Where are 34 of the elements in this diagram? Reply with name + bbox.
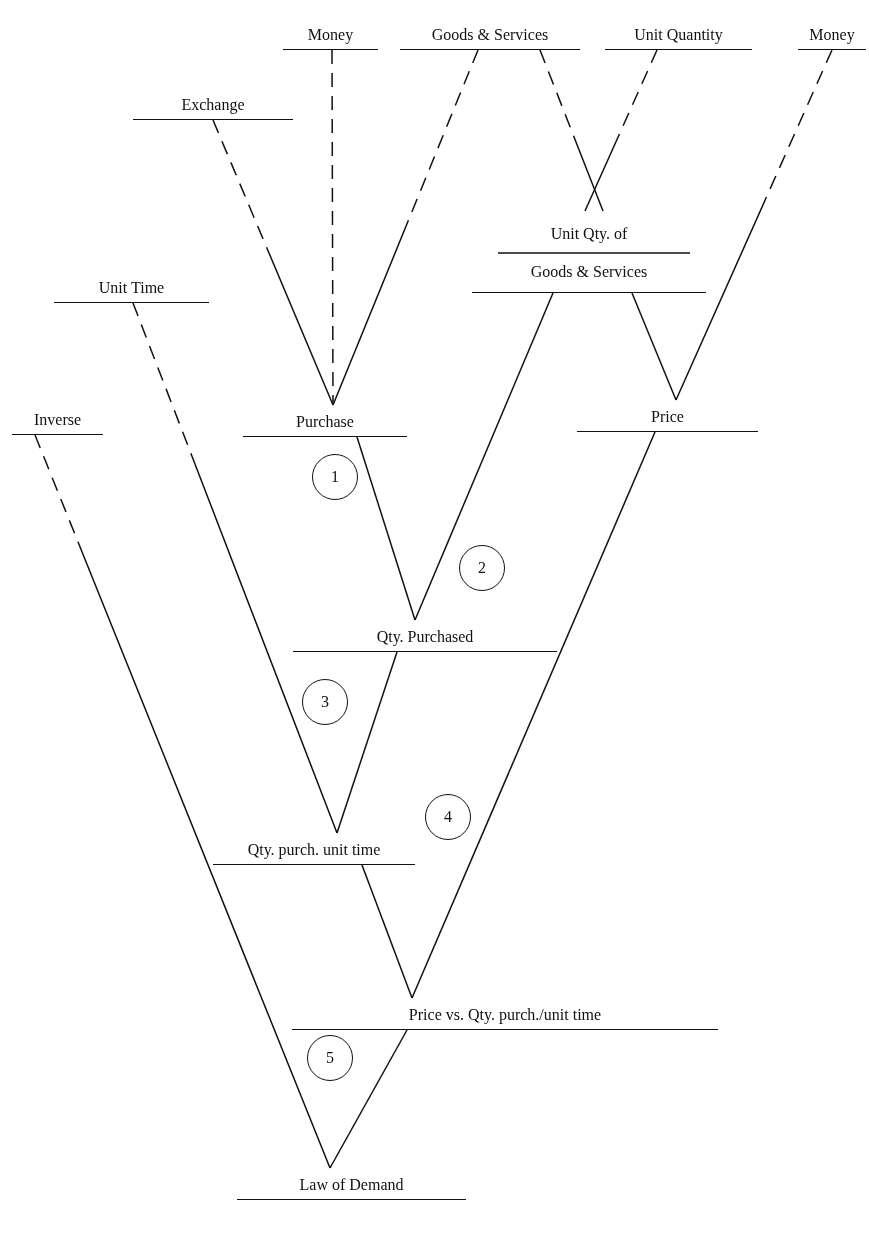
concept-label: Qty. Purchased <box>376 628 474 648</box>
concept-label: Unit Quantity <box>634 26 723 46</box>
connector-line <box>332 49 479 406</box>
circled-number: 5 <box>307 1035 353 1081</box>
concept-label: Purchase <box>296 413 354 432</box>
connector-line <box>584 49 658 212</box>
connector-line <box>132 302 338 834</box>
connector-line <box>631 292 677 401</box>
concept-label: Unit Qty. of <box>550 224 628 245</box>
concept-label: Inverse <box>33 411 82 430</box>
connector-line <box>336 651 398 834</box>
concept-label: Law of Demand <box>299 1176 404 1195</box>
concept-label: Qty. purch. unit time <box>247 841 381 861</box>
circled-number: 2 <box>459 545 505 591</box>
concept-label: Price vs. Qty. purch./unit time <box>408 1006 602 1026</box>
concept-label: Unit Time <box>98 279 165 298</box>
connector-line <box>539 49 604 212</box>
connector-line <box>212 119 334 406</box>
concept-label: Price <box>651 408 684 427</box>
connector-line <box>414 292 554 621</box>
connector-line <box>361 864 413 999</box>
connector-line <box>329 1029 408 1169</box>
circled-number: 4 <box>425 794 471 840</box>
connector-line <box>675 49 833 401</box>
circled-number: 1 <box>312 454 358 500</box>
circled-number: 3 <box>302 679 348 725</box>
connector-line <box>356 436 416 621</box>
concept-label: Money <box>809 26 855 46</box>
concept-label: Goods & Services <box>530 262 648 282</box>
concept-label: Money <box>307 26 354 46</box>
connector-line <box>34 434 331 1169</box>
concept-label: Exchange <box>181 96 245 116</box>
concept-label: Goods & Services <box>431 26 549 45</box>
connector-line <box>411 431 656 999</box>
